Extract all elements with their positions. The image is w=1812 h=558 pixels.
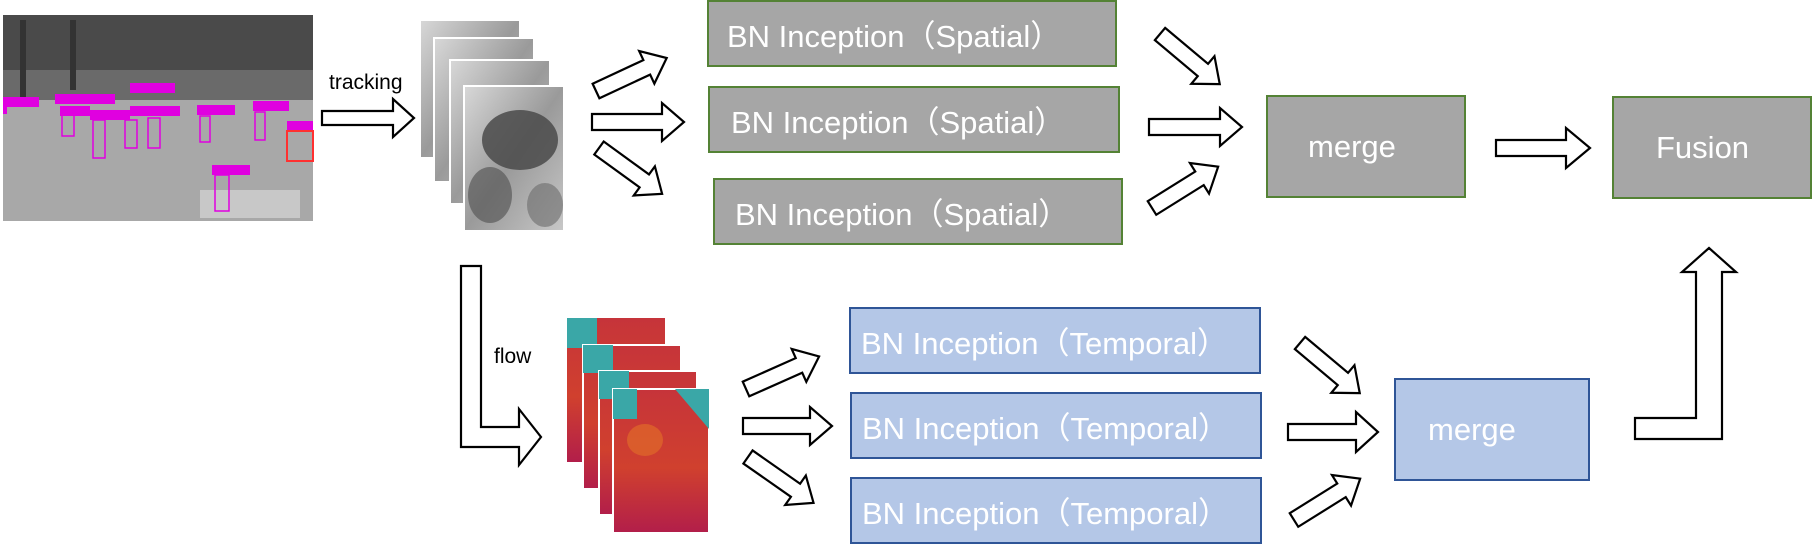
arrow-to-spatial-3	[592, 139, 664, 197]
tracking-label: tracking	[329, 71, 403, 94]
arrow-to-temporal-3	[741, 448, 815, 507]
box-label: Fusion	[1656, 129, 1750, 165]
arrow-temporal-3-to-merge	[1288, 473, 1362, 529]
box-label: merge	[1428, 411, 1516, 447]
bn-inception-spatial-box-3: BN Inception（Spatial）	[713, 178, 1123, 245]
arrow-spatial-2-to-merge	[1147, 105, 1244, 149]
arrow-to-spatial-1	[591, 49, 669, 100]
box-label: BN Inception（Temporal）	[861, 326, 1228, 361]
optical-flow-frames-stack	[567, 318, 710, 534]
arrow-to-temporal-2	[741, 404, 834, 448]
bn-inception-spatial-box-1: BN Inception（Spatial）	[707, 0, 1117, 67]
box-label: BN Inception（Temporal）	[862, 411, 1229, 446]
box-label: BN Inception（Spatial）	[731, 105, 1066, 140]
temporal-merge-box: merge	[1394, 378, 1590, 481]
arrow-spatial-merge-to-fusion	[1494, 125, 1592, 171]
cropped-frames-stack	[419, 19, 565, 232]
tracking-arrow	[320, 96, 416, 140]
bn-inception-temporal-box-1: BN Inception（Temporal）	[849, 307, 1261, 374]
fusion-box: Fusion	[1612, 96, 1812, 199]
spatial-merge-box: merge	[1266, 95, 1466, 198]
arrow-to-temporal-1	[741, 347, 821, 398]
arrow-to-spatial-2	[590, 100, 686, 144]
arrow-spatial-3-to-merge	[1146, 161, 1220, 217]
flow-arrow	[459, 264, 543, 469]
box-label: BN Inception（Spatial）	[735, 197, 1070, 232]
box-label: BN Inception（Temporal）	[862, 496, 1229, 531]
bn-inception-temporal-box-3: BN Inception（Temporal）	[850, 477, 1262, 544]
arrow-temporal-2-to-merge	[1286, 409, 1380, 455]
bn-inception-spatial-box-2: BN Inception（Spatial）	[708, 86, 1120, 153]
arrow-spatial-1-to-merge	[1153, 26, 1222, 86]
box-label: merge	[1308, 128, 1396, 164]
box-label: BN Inception（Spatial）	[727, 19, 1062, 54]
surveillance-scene-image	[3, 15, 314, 221]
arrow-temporal-merge-to-fusion	[1633, 246, 1739, 441]
flow-label: flow	[494, 345, 532, 368]
bn-inception-temporal-box-2: BN Inception（Temporal）	[850, 392, 1262, 459]
arrow-temporal-1-to-merge	[1293, 335, 1362, 395]
